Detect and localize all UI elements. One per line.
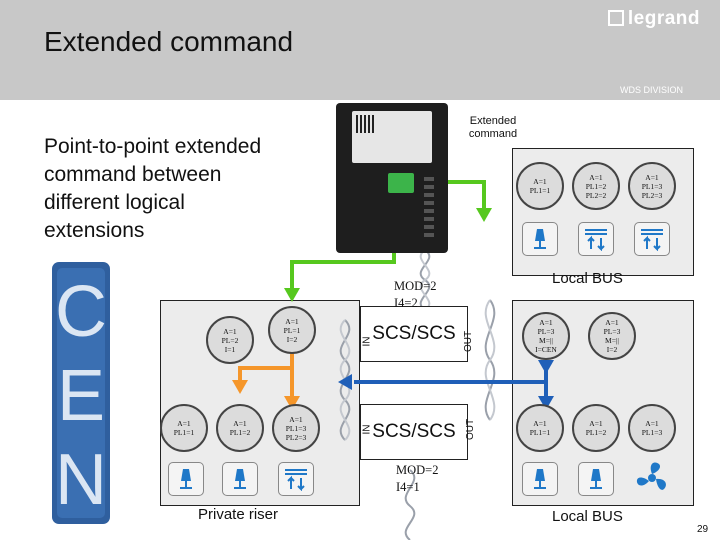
lower-bus-device-1-config: A=1 PL1=1 (516, 404, 564, 452)
private-riser-panel (160, 300, 360, 506)
private-riser-shutter (278, 462, 314, 496)
scs-interface-top: SCS/SCS (360, 306, 468, 362)
private-riser-label: Private riser (198, 506, 279, 523)
cen-letter-e: E (57, 356, 105, 436)
private-riser-device-2-config: A=1 PL1=2 (216, 404, 264, 452)
private-riser-config-1: A=1 PL=2 I=1 (206, 316, 254, 364)
shutter-icon (285, 469, 307, 491)
dip-switch-icon (424, 177, 434, 237)
green-arrow-lower (284, 288, 300, 302)
upper-bus-device-1-config: A=1 PL1=1 (516, 162, 564, 210)
scs-interface-top-label: SCS/SCS (372, 323, 456, 344)
lower-bus-command-2-config: A=1 PL=3 M=|| I=2 (588, 312, 636, 360)
orange-link (238, 352, 294, 380)
lamp-icon (234, 469, 246, 489)
private-riser-config-2: A=1 PL=1 I=2 (268, 306, 316, 354)
upper-bus-device-2-config: A=1 PL1=2 PL2=2 (572, 162, 620, 210)
blue-arrow-left (338, 374, 352, 390)
brand-name: legrand (627, 8, 700, 29)
lower-bus-lamp-2 (578, 462, 614, 496)
mod-label-bottom: MOD=2 I4=1 (396, 463, 439, 494)
lower-bus-fan (630, 456, 674, 500)
private-riser-device-1-config: A=1 PL1=1 (160, 404, 208, 452)
qr-code-icon (356, 115, 374, 133)
shutter-icon (641, 229, 663, 251)
bus-cable-bottom (404, 469, 416, 540)
scs-interface-bottom-label: SCS/SCS (372, 421, 456, 442)
scs-interface-top-in: IN (361, 336, 373, 347)
blue-arrow-bottom (538, 396, 554, 410)
shutter-icon (585, 229, 607, 251)
bus-cable-mid-2 (484, 299, 496, 421)
terminal-connector-icon (388, 173, 414, 193)
slide-title: Extended command (44, 26, 294, 57)
private-riser-device-3-config: A=1 PL1=3 PL2=3 (272, 404, 320, 452)
private-riser-lamp-1 (168, 462, 204, 496)
cen-tag-image: C E N (52, 262, 110, 524)
lower-bus-label: Local BUS (552, 508, 623, 525)
lower-bus-command-1-config: A=1 PL=3 M=|| I=CEN (522, 312, 570, 360)
blue-arrow-down (538, 360, 554, 374)
upper-bus-shutter-1 (578, 222, 614, 256)
lamp-icon (534, 469, 546, 489)
scs-interface-bottom-out: OUT (465, 418, 477, 441)
upper-bus-device-3-config: A=1 PL1=3 PL2=3 (628, 162, 676, 210)
green-arrow-upper (476, 208, 492, 222)
extended-command-label: Extended command (468, 115, 518, 140)
lamp-icon (180, 469, 192, 489)
legrand-logo-icon (607, 10, 624, 26)
division-label: WDS DIVISION (620, 85, 684, 95)
lamp-icon (534, 229, 546, 249)
fan-icon (636, 462, 666, 490)
orange-arrow-right (284, 396, 300, 410)
upper-bus-lamp (522, 222, 558, 256)
lower-bus-device-3-config: A=1 PL1=3 (628, 404, 676, 452)
lower-bus-device-2-config: A=1 PL1=2 (572, 404, 620, 452)
scs-interface-bottom-in: IN (361, 424, 373, 435)
header-bar (0, 0, 720, 100)
lower-bus-lamp-1 (522, 462, 558, 496)
lamp-icon (590, 469, 602, 489)
page-number: 29 (697, 524, 709, 535)
upper-bus-label: Local BUS (552, 270, 623, 287)
cen-letter-c: C (55, 272, 107, 352)
brand-logo: legrand (607, 8, 700, 30)
scs-interface-top-out: OUT (463, 330, 475, 353)
mod-label-top: MOD=2 I4=2 (394, 279, 437, 310)
upper-bus-shutter-2 (634, 222, 670, 256)
blue-link (354, 362, 548, 384)
slide-subtitle: Point-to-point extended command between … (44, 135, 262, 242)
extended-command-device (336, 103, 448, 253)
scs-interface-bottom: SCS/SCS (360, 404, 468, 460)
private-riser-lamp-2 (222, 462, 258, 496)
orange-arrow-left (232, 380, 248, 394)
cen-letter-n: N (55, 440, 107, 520)
